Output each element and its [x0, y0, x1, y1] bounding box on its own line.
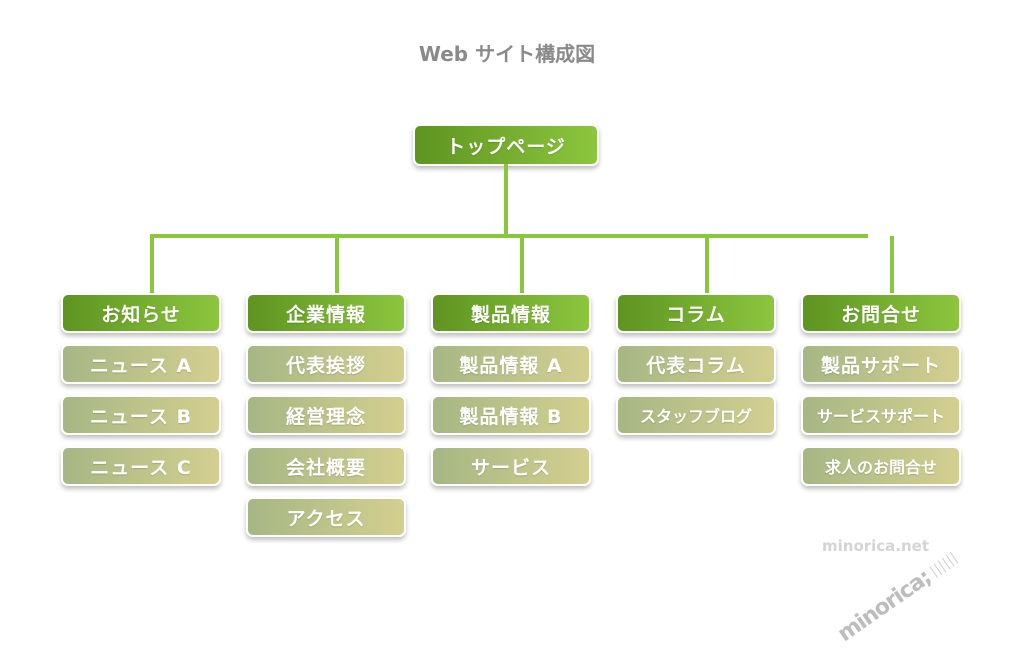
top-page-node: トップページ — [413, 124, 599, 166]
connector-drop — [890, 236, 894, 294]
watermark-hatch-decoration — [926, 545, 965, 583]
page-node: サービスサポート — [801, 395, 961, 435]
connector-drop — [705, 236, 709, 294]
category-node: お問合せ — [801, 293, 961, 333]
page-node: 経営理念 — [246, 395, 406, 435]
connector-drop — [150, 236, 154, 294]
page-node: ニュース A — [61, 344, 221, 384]
page-node: 会社概要 — [246, 446, 406, 486]
page-node: 製品情報 A — [431, 344, 591, 384]
page-node: 代表挨拶 — [246, 344, 406, 384]
connector-horizontal — [150, 234, 868, 238]
page-node: サービス — [431, 446, 591, 486]
page-node: アクセス — [246, 497, 406, 537]
page-node: 製品情報 B — [431, 395, 591, 435]
category-node: 製品情報 — [431, 293, 591, 333]
page-node: 製品サポート — [801, 344, 961, 384]
diagram-title: Web サイト構成図 — [418, 42, 596, 66]
page-node: ニュース B — [61, 395, 221, 435]
connector-drop — [520, 236, 524, 294]
page-node: 求人のお問合せ — [801, 446, 961, 486]
category-node: 企業情報 — [246, 293, 406, 333]
page-node: ニュース C — [61, 446, 221, 486]
connector-trunk — [504, 164, 508, 237]
page-node: 代表コラム — [616, 344, 776, 384]
category-node: コラム — [616, 293, 776, 333]
category-node: お知らせ — [61, 293, 221, 333]
watermark-site: minorica.net — [822, 537, 930, 555]
watermark-logo-text: minorica; — [833, 565, 936, 648]
page-node: スタッフブログ — [616, 395, 776, 435]
connector-drop — [335, 236, 339, 294]
watermark-logo: minorica; — [833, 544, 965, 647]
